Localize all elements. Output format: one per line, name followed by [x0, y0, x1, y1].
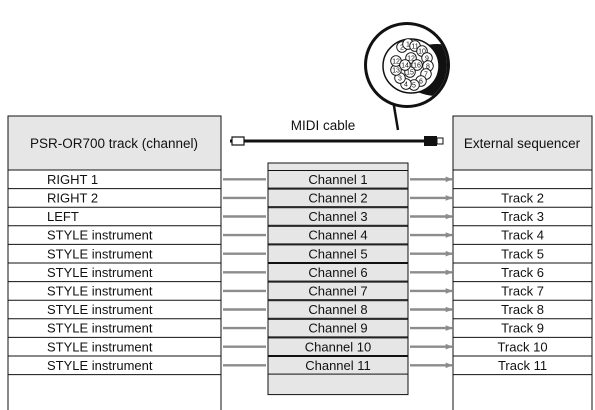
channel-cell	[267, 225, 409, 245]
left-header: PSR-OR700 track (channel)	[7, 115, 222, 171]
connector-pin-label: 2	[400, 44, 404, 51]
table-row: STYLE instrument Channel 8 Track 8	[8, 300, 592, 320]
channel-cell	[267, 337, 409, 356]
connector-pin-label: 1	[406, 41, 410, 48]
table-row: STYLE instrument Channel 4 Track 4	[8, 225, 592, 245]
row-part-label: RIGHT 1	[47, 172, 98, 187]
row-channel-label: Channel 11	[305, 358, 371, 373]
connector-pin-label: 3	[398, 75, 402, 82]
right-header: External sequencer	[452, 115, 593, 171]
left-header-title: PSR-OR700 track (channel)	[30, 136, 198, 151]
row-part-label: STYLE instrument	[47, 228, 153, 243]
channel-cell	[267, 356, 409, 375]
cable-plug-right	[424, 136, 437, 146]
table-row: RIGHT 2 Channel 2 Track 2	[8, 188, 592, 208]
row-part-label: STYLE instrument	[47, 265, 153, 280]
row-part-label: STYLE instrument	[47, 339, 153, 354]
channel-cell	[267, 300, 409, 319]
channel-cell	[267, 263, 409, 282]
channel-cell	[267, 207, 409, 226]
connector-pin: 14	[399, 59, 411, 71]
row-track-label: Track 4	[501, 228, 544, 243]
connector-pin-label: 14	[401, 62, 409, 69]
connector-pin: 16	[411, 59, 423, 71]
right-header-title: External sequencer	[464, 136, 581, 151]
channel-cell	[267, 188, 409, 208]
row-part-label: STYLE instrument	[47, 246, 153, 261]
row-part-label: STYLE instrument	[47, 321, 153, 336]
cable-plug-left	[231, 136, 245, 146]
channel-cell	[267, 170, 409, 189]
row-part-label: STYLE instrument	[47, 358, 153, 373]
table-row: STYLE instrument Channel 7 Track 7	[8, 281, 592, 301]
connector-pin-label: 4	[404, 81, 408, 88]
connector-pin-label: 12	[392, 58, 400, 65]
row-channel-label: Channel 6	[308, 265, 367, 280]
row-channel-label: Channel 10	[305, 339, 372, 354]
row-channel-label: Channel 9	[308, 321, 367, 336]
row-channel-label: Channel 3	[308, 209, 367, 224]
connector-pin-label: 12	[407, 55, 415, 62]
table-row: STYLE instrument Channel 9 Track 9	[8, 318, 592, 338]
midi-cable: MIDI cable	[230, 118, 444, 146]
row-channel-label: Channel 5	[308, 246, 367, 261]
channel-cell	[267, 281, 409, 301]
row-channel-label: Channel 8	[308, 302, 367, 317]
table-row: STYLE instrument Channel 10 Track 10	[8, 337, 592, 357]
connector-pin-label: 10	[418, 48, 426, 55]
row-track-label: Track 10	[497, 339, 547, 354]
connector-pin-label: 6	[419, 78, 423, 85]
row-track-label: Track 9	[501, 321, 544, 336]
channel-cell	[267, 318, 409, 338]
row-part-label: RIGHT 2	[47, 191, 98, 206]
row-track-label: Track 2	[501, 191, 544, 206]
connector-pin-label: 5	[412, 82, 416, 89]
row-track-label: Track 3	[501, 209, 544, 224]
table-row: STYLE instrument Channel 6 Track 6	[8, 263, 592, 283]
row-channel-label: Channel 4	[308, 228, 367, 243]
connector-pin-label: 8	[426, 63, 430, 70]
row-track-label: Track 5	[501, 246, 544, 261]
row-part-label: LEFT	[47, 209, 79, 224]
connector-pin-label: 15	[406, 69, 414, 76]
row-track-label: Track 7	[501, 284, 544, 299]
table-row: STYLE instrument Channel 11 Track 11	[8, 356, 592, 376]
cable-label: MIDI cable	[291, 118, 356, 133]
connector-pin-label: 16	[413, 62, 421, 69]
channel-cell	[267, 244, 409, 263]
row-channel-label: Channel 1	[308, 172, 367, 187]
row-track-label: Track 8	[501, 302, 544, 317]
table-row: RIGHT 1 Channel 1	[8, 170, 592, 190]
table-row: STYLE instrument Channel 5 Track 5	[8, 244, 592, 264]
row-track-label: Track 11	[498, 358, 547, 373]
row-channel-label: Channel 7	[308, 284, 367, 299]
row-part-label: STYLE instrument	[47, 284, 153, 299]
connector-pin-label: 13	[392, 67, 400, 74]
row-channel-label: Channel 2	[308, 191, 367, 206]
connector-pin-label: 11	[411, 43, 418, 50]
connector-pin-label: 7	[424, 71, 428, 78]
table-row: LEFT Channel 3 Track 3	[8, 207, 592, 227]
row-part-label: STYLE instrument	[47, 302, 153, 317]
row-track-label: Track 6	[501, 265, 544, 280]
cable-plug-right-tip	[436, 137, 444, 145]
connector-pin-label: 9	[425, 55, 429, 62]
